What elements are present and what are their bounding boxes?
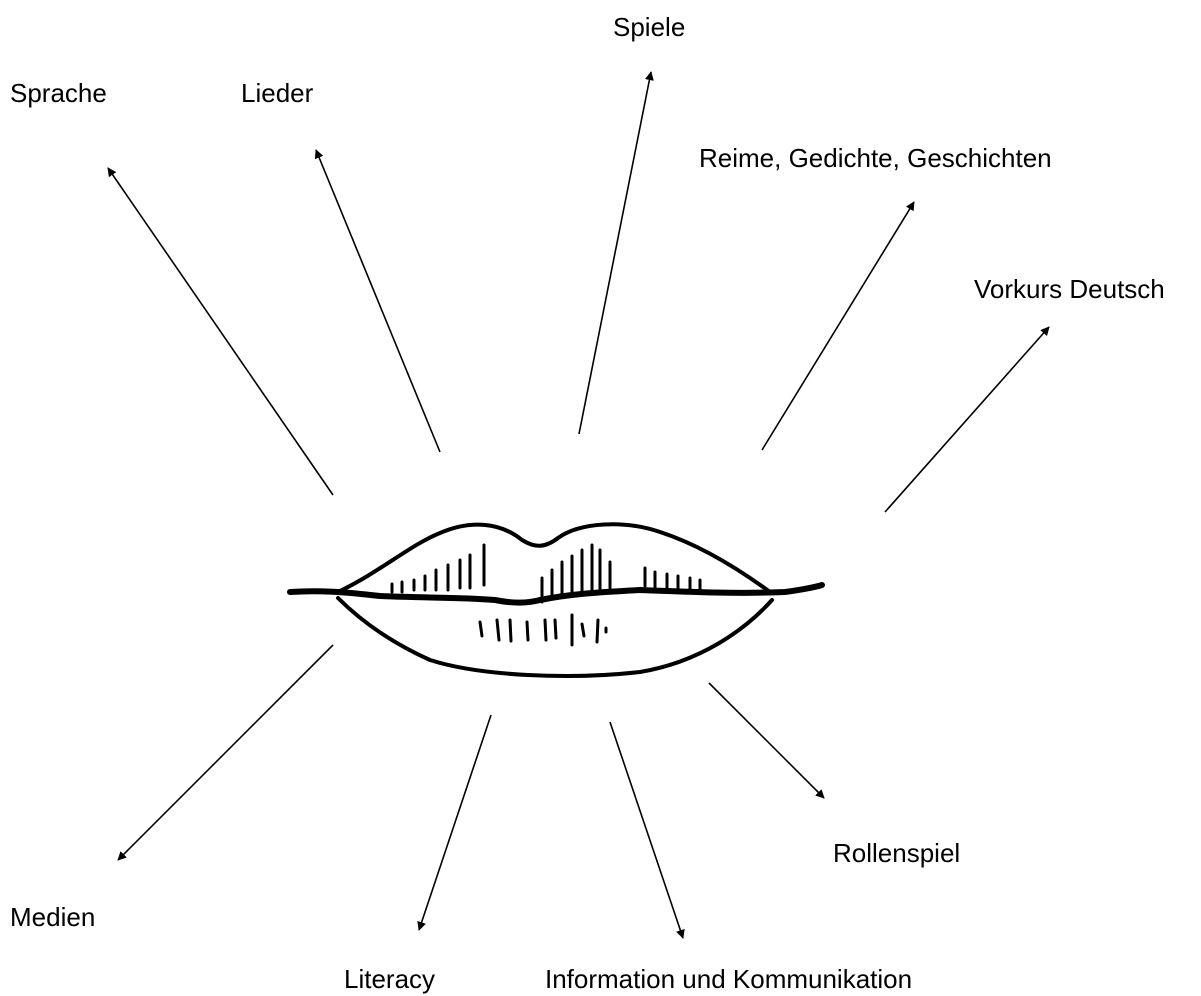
arrow-vorkurs <box>885 327 1049 512</box>
label-sprache: Sprache <box>10 80 107 106</box>
label-reime: Reime, Gedichte, Geschichten <box>699 145 1052 171</box>
lips-icon <box>290 524 822 676</box>
arrow-sprache <box>108 168 333 495</box>
label-rollenspiel: Rollenspiel <box>833 840 960 866</box>
arrow-literacy <box>419 715 491 930</box>
label-literacy: Literacy <box>344 966 435 992</box>
arrow-reime <box>762 202 914 450</box>
label-vorkurs: Vorkurs Deutsch <box>974 276 1165 302</box>
arrow-lieder <box>316 150 440 452</box>
label-medien: Medien <box>10 904 95 930</box>
arrow-rollenspiel <box>709 683 824 798</box>
label-spiele: Spiele <box>613 14 685 40</box>
label-information: Information und Kommunikation <box>545 966 912 992</box>
label-lieder: Lieder <box>241 80 313 106</box>
arrow-medien <box>118 645 333 860</box>
arrow-spiele <box>579 72 651 434</box>
arrow-information <box>610 722 683 938</box>
